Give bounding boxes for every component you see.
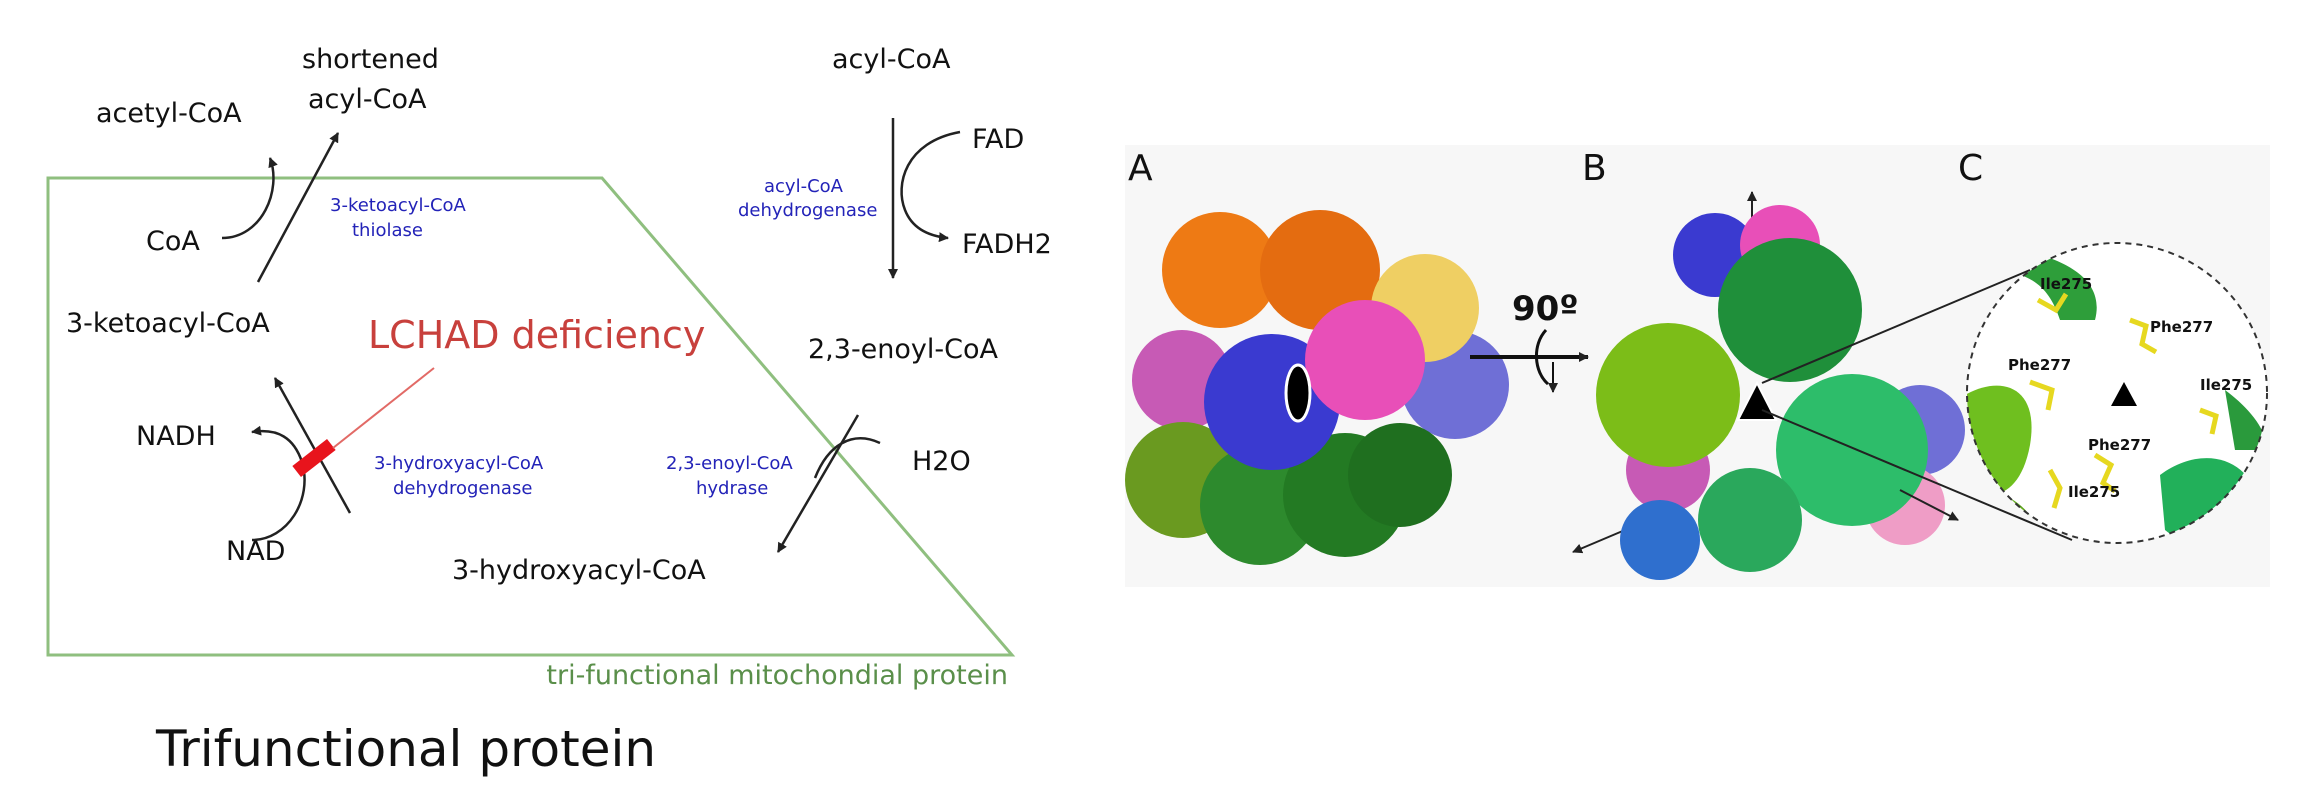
residue-ile275-a: Ile275 bbox=[2040, 275, 2092, 293]
protein-surface-top-view bbox=[1125, 210, 1509, 565]
enzyme-hydroxy-dh-line1: 3-hydroxyacyl-CoA bbox=[374, 453, 544, 474]
metabolite-3-ketoacyl-coa: 3-ketoacyl-CoA bbox=[66, 308, 270, 339]
panel-label-a: A bbox=[1128, 148, 1153, 189]
slide-caption: Trifunctional protein bbox=[156, 720, 657, 778]
lchad-arrow bbox=[273, 377, 352, 514]
metabolite-nad: NAD bbox=[226, 536, 285, 567]
enzyme-thiolase-line2: thiolase bbox=[352, 220, 423, 241]
hydrase-water-curve bbox=[813, 437, 881, 479]
trifunctional-protein-box bbox=[46, 176, 1016, 657]
metabolite-3-hydroxyacyl-coa: 3-hydroxyacyl-CoA bbox=[452, 555, 706, 586]
metabolite-h2o: H2O bbox=[912, 446, 971, 477]
enzyme-hydroxy-dh-line2: dehydrogenase bbox=[393, 478, 532, 499]
metabolite-acyl-coa: acyl-CoA bbox=[832, 44, 951, 75]
metabolite-fadh2: FADH2 bbox=[962, 229, 1052, 260]
pathway-diagram: tri-functional mitochondial protein acet… bbox=[46, 44, 1052, 691]
thiolase-coa-curve bbox=[221, 157, 278, 240]
zoom-line-top bbox=[1761, 269, 2031, 384]
metabolite-acetyl-coa: acetyl-CoA bbox=[96, 98, 242, 129]
metabolite-shortened-acyl-coa: acyl-CoA bbox=[308, 84, 427, 115]
rotation-label: 90º bbox=[1512, 289, 1579, 329]
metabolite-nadh: NADH bbox=[136, 421, 216, 452]
thiolase-arrow bbox=[256, 132, 340, 283]
lchad-block-marker bbox=[292, 438, 336, 478]
residue-phe277-a: Phe277 bbox=[2150, 318, 2213, 336]
enzyme-thiolase-line1: 3-ketoacyl-CoA bbox=[330, 195, 467, 216]
panel-label-c: C bbox=[1958, 148, 1983, 189]
enzyme-acyl-dh-line2: dehydrogenase bbox=[738, 200, 877, 221]
metabolite-coa: CoA bbox=[146, 226, 200, 257]
rotation-indicator: 90º bbox=[1470, 289, 1589, 393]
metabolite-fad: FAD bbox=[972, 124, 1024, 155]
residue-ile275-c: Ile275 bbox=[2068, 483, 2120, 501]
lchad-nad-curve bbox=[251, 425, 306, 542]
enzyme-hydrase-line2: hydrase bbox=[696, 478, 768, 499]
enzyme-acyl-dh-line1: acyl-CoA bbox=[764, 176, 844, 197]
disorder-label: LCHAD deficiency bbox=[368, 313, 705, 357]
protein-surface-side-view bbox=[1572, 191, 1965, 580]
dehydrogenase-fad-curve bbox=[900, 130, 961, 243]
hydrase-arrow bbox=[776, 414, 860, 553]
threefold-axis-symbol bbox=[1736, 380, 1778, 421]
residue-ile275-b: Ile275 bbox=[2200, 376, 2252, 394]
residue-phe277-c: Phe277 bbox=[2088, 436, 2151, 454]
box-label: tri-functional mitochondial protein bbox=[546, 660, 1008, 691]
disorder-pointer-line bbox=[332, 367, 435, 449]
structure-figure: A B C 90º bbox=[1125, 145, 2270, 587]
zoom-line-bottom bbox=[1761, 409, 2073, 541]
twofold-axis-symbol bbox=[1284, 363, 1312, 423]
side-view-axis-arrow bbox=[1899, 489, 1959, 521]
residue-phe277-b: Phe277 bbox=[2008, 356, 2071, 374]
active-site-axis-symbol bbox=[2111, 382, 2137, 406]
metabolite-2-3-enoyl-coa: 2,3-enoyl-CoA bbox=[808, 334, 999, 365]
panel-label-b: B bbox=[1582, 148, 1607, 189]
enzyme-hydrase-line1: 2,3-enoyl-CoA bbox=[666, 453, 793, 474]
metabolite-shortened: shortened bbox=[302, 44, 439, 75]
